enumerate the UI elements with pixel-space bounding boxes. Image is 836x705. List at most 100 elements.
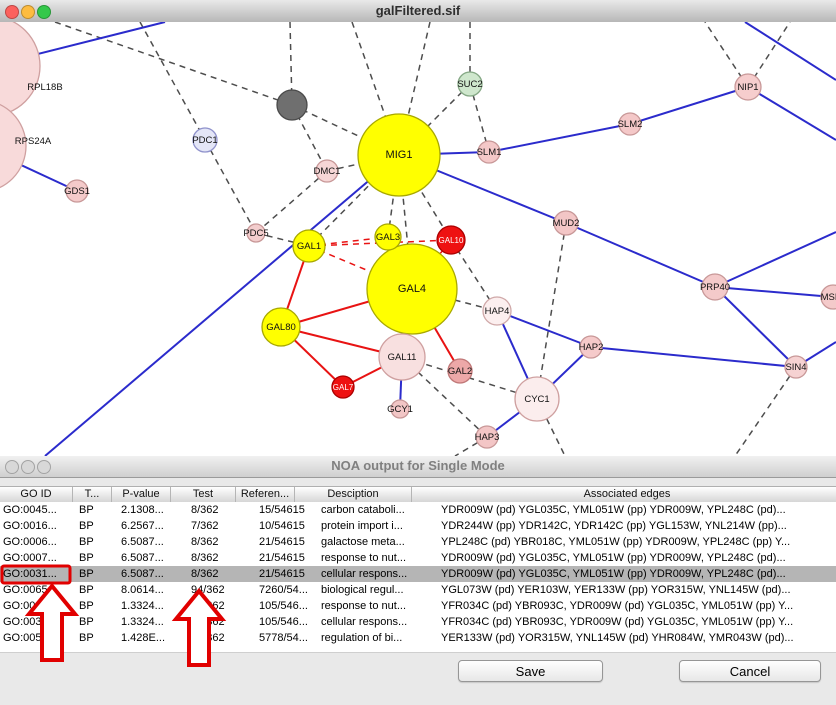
cell-type: BP xyxy=(79,552,94,564)
noa-window-title: NOA output for Single Mode xyxy=(331,458,505,473)
node-SUC2[interactable] xyxy=(457,71,483,97)
edge-MUD2-CYC1[interactable] xyxy=(536,222,567,400)
node-label-NIP1: NIP1 xyxy=(737,82,758,93)
node-RPL18B[interactable] xyxy=(0,22,41,116)
column-header-associated-edges[interactable]: Associated edges xyxy=(412,487,836,502)
node-NIP1[interactable] xyxy=(734,73,762,101)
node-HAP2[interactable] xyxy=(579,335,603,359)
node-GAL7[interactable] xyxy=(331,375,355,399)
edge-PRP40-SIN4[interactable] xyxy=(714,286,797,368)
edge-offscreen-PDC1[interactable] xyxy=(139,22,206,141)
node-GAL80[interactable] xyxy=(261,307,301,347)
column-header-type[interactable]: T... xyxy=(73,487,112,502)
edge-SIN4-offscreen[interactable] xyxy=(734,366,797,456)
column-header-test[interactable]: Test xyxy=(171,487,236,502)
cell-type: BP xyxy=(79,616,94,628)
noa-close-button[interactable] xyxy=(5,460,19,474)
cell-type: BP xyxy=(79,584,94,596)
edge-PDC1-PDC5[interactable] xyxy=(204,139,257,234)
edge-DMC1-PDC5[interactable] xyxy=(255,170,328,234)
node-GCY1[interactable] xyxy=(390,399,410,419)
node-MIG1[interactable] xyxy=(357,113,441,197)
edge-GAL11-HAP3[interactable] xyxy=(401,356,488,438)
node-GDS1[interactable] xyxy=(65,179,89,203)
node-PDC1[interactable] xyxy=(192,127,218,153)
cell-reference: 7260/54... xyxy=(259,584,308,596)
cell-associated-edges: YPL248C (pd) YBR018C, YML051W (pp) YDR00… xyxy=(441,536,791,548)
node-SIN4[interactable] xyxy=(784,355,808,379)
node-label-RPL18B: RPL18B xyxy=(27,82,62,93)
node-HAP4[interactable] xyxy=(482,296,512,326)
cell-reference: 21/54615 xyxy=(259,552,305,564)
node-GAL3[interactable] xyxy=(374,223,402,251)
node-unlabeled[interactable] xyxy=(276,89,308,121)
node-label-CYC1: CYC1 xyxy=(524,394,549,405)
node-GAL4[interactable] xyxy=(366,243,458,335)
node-SLM1[interactable] xyxy=(477,140,501,164)
edge-HAP2-SIN4[interactable] xyxy=(590,346,797,368)
save-button[interactable]: Save xyxy=(458,660,603,682)
edge-SUC2-MIG1[interactable] xyxy=(398,83,471,156)
node-RPS24A[interactable] xyxy=(0,100,27,192)
node-CYC1[interactable] xyxy=(514,376,560,422)
node-GAL1[interactable] xyxy=(292,229,326,263)
node-PDC5[interactable] xyxy=(246,223,266,243)
node-MUD2[interactable] xyxy=(553,210,579,236)
cell-go-id: GO:0065... xyxy=(3,584,57,596)
cell-go-id: GO:0016... xyxy=(3,520,57,532)
minimize-button[interactable] xyxy=(21,5,35,19)
column-header-description[interactable]: Desciption xyxy=(295,487,412,502)
edge-NIP1-offscreen[interactable] xyxy=(747,86,836,141)
cell-test: 14/362 xyxy=(191,616,225,628)
node-DMC1[interactable] xyxy=(315,159,339,183)
noa-zoom-button[interactable] xyxy=(37,460,51,474)
column-header-go-id[interactable]: GO ID xyxy=(0,487,73,502)
edge-offscreen-offscreen[interactable] xyxy=(744,22,836,81)
edge-SLM2-NIP1[interactable] xyxy=(629,86,749,125)
cell-p-value: 8.0614... xyxy=(121,584,164,596)
node-GAL11[interactable] xyxy=(378,333,426,381)
noa-window-footer: Save Cancel xyxy=(0,652,836,705)
cell-go-id: GO:0031... xyxy=(3,568,57,580)
edge-GRAY1-MIG1[interactable] xyxy=(291,104,400,156)
cell-reference: 21/54615 xyxy=(259,536,305,548)
node-SLM2[interactable] xyxy=(618,112,642,136)
edge-offscreen-MIG1[interactable] xyxy=(351,22,400,156)
node-label-SLM2: SLM2 xyxy=(618,119,643,130)
edge-HAP4-HAP2[interactable] xyxy=(496,310,592,348)
edge-PRP40-offscreen[interactable] xyxy=(714,231,836,288)
node-GAL2[interactable] xyxy=(447,358,473,384)
cell-description: regulation of bi... xyxy=(321,632,403,644)
node-PRP40[interactable] xyxy=(701,273,729,301)
column-header-p-value[interactable]: P-value xyxy=(112,487,171,502)
zoom-button[interactable] xyxy=(37,5,51,19)
noa-minimize-button[interactable] xyxy=(21,460,35,474)
node-HAP3[interactable] xyxy=(475,425,499,449)
network-canvas[interactable]: RPL18BRPS24AMIG1GAL4GAL80GAL11CYC1GDS1PD… xyxy=(0,22,836,456)
edge-SLM1-SLM2[interactable] xyxy=(488,123,631,153)
edge-MUD2-PRP40[interactable] xyxy=(565,222,716,288)
edge-offscreen-GRAY1[interactable] xyxy=(54,22,293,106)
node-label-GDS1: GDS1 xyxy=(64,186,90,197)
node-MSL1[interactable] xyxy=(820,284,836,310)
node-GAL10[interactable] xyxy=(436,225,466,255)
edge-MIG1-offscreen[interactable] xyxy=(44,154,400,456)
node-label-MUD2: MUD2 xyxy=(553,218,580,229)
cell-reference: 10/54615 xyxy=(259,520,305,532)
cell-reference: 5778/54... xyxy=(259,632,308,644)
close-button[interactable] xyxy=(5,5,19,19)
edge-PRP40-MSL1[interactable] xyxy=(714,286,834,298)
cell-reference: 15/54615 xyxy=(259,504,305,516)
column-header-reference[interactable]: Referen... xyxy=(236,487,295,502)
cancel-button[interactable]: Cancel xyxy=(679,660,821,682)
edge-RPS24A-GDS1[interactable] xyxy=(0,146,78,192)
